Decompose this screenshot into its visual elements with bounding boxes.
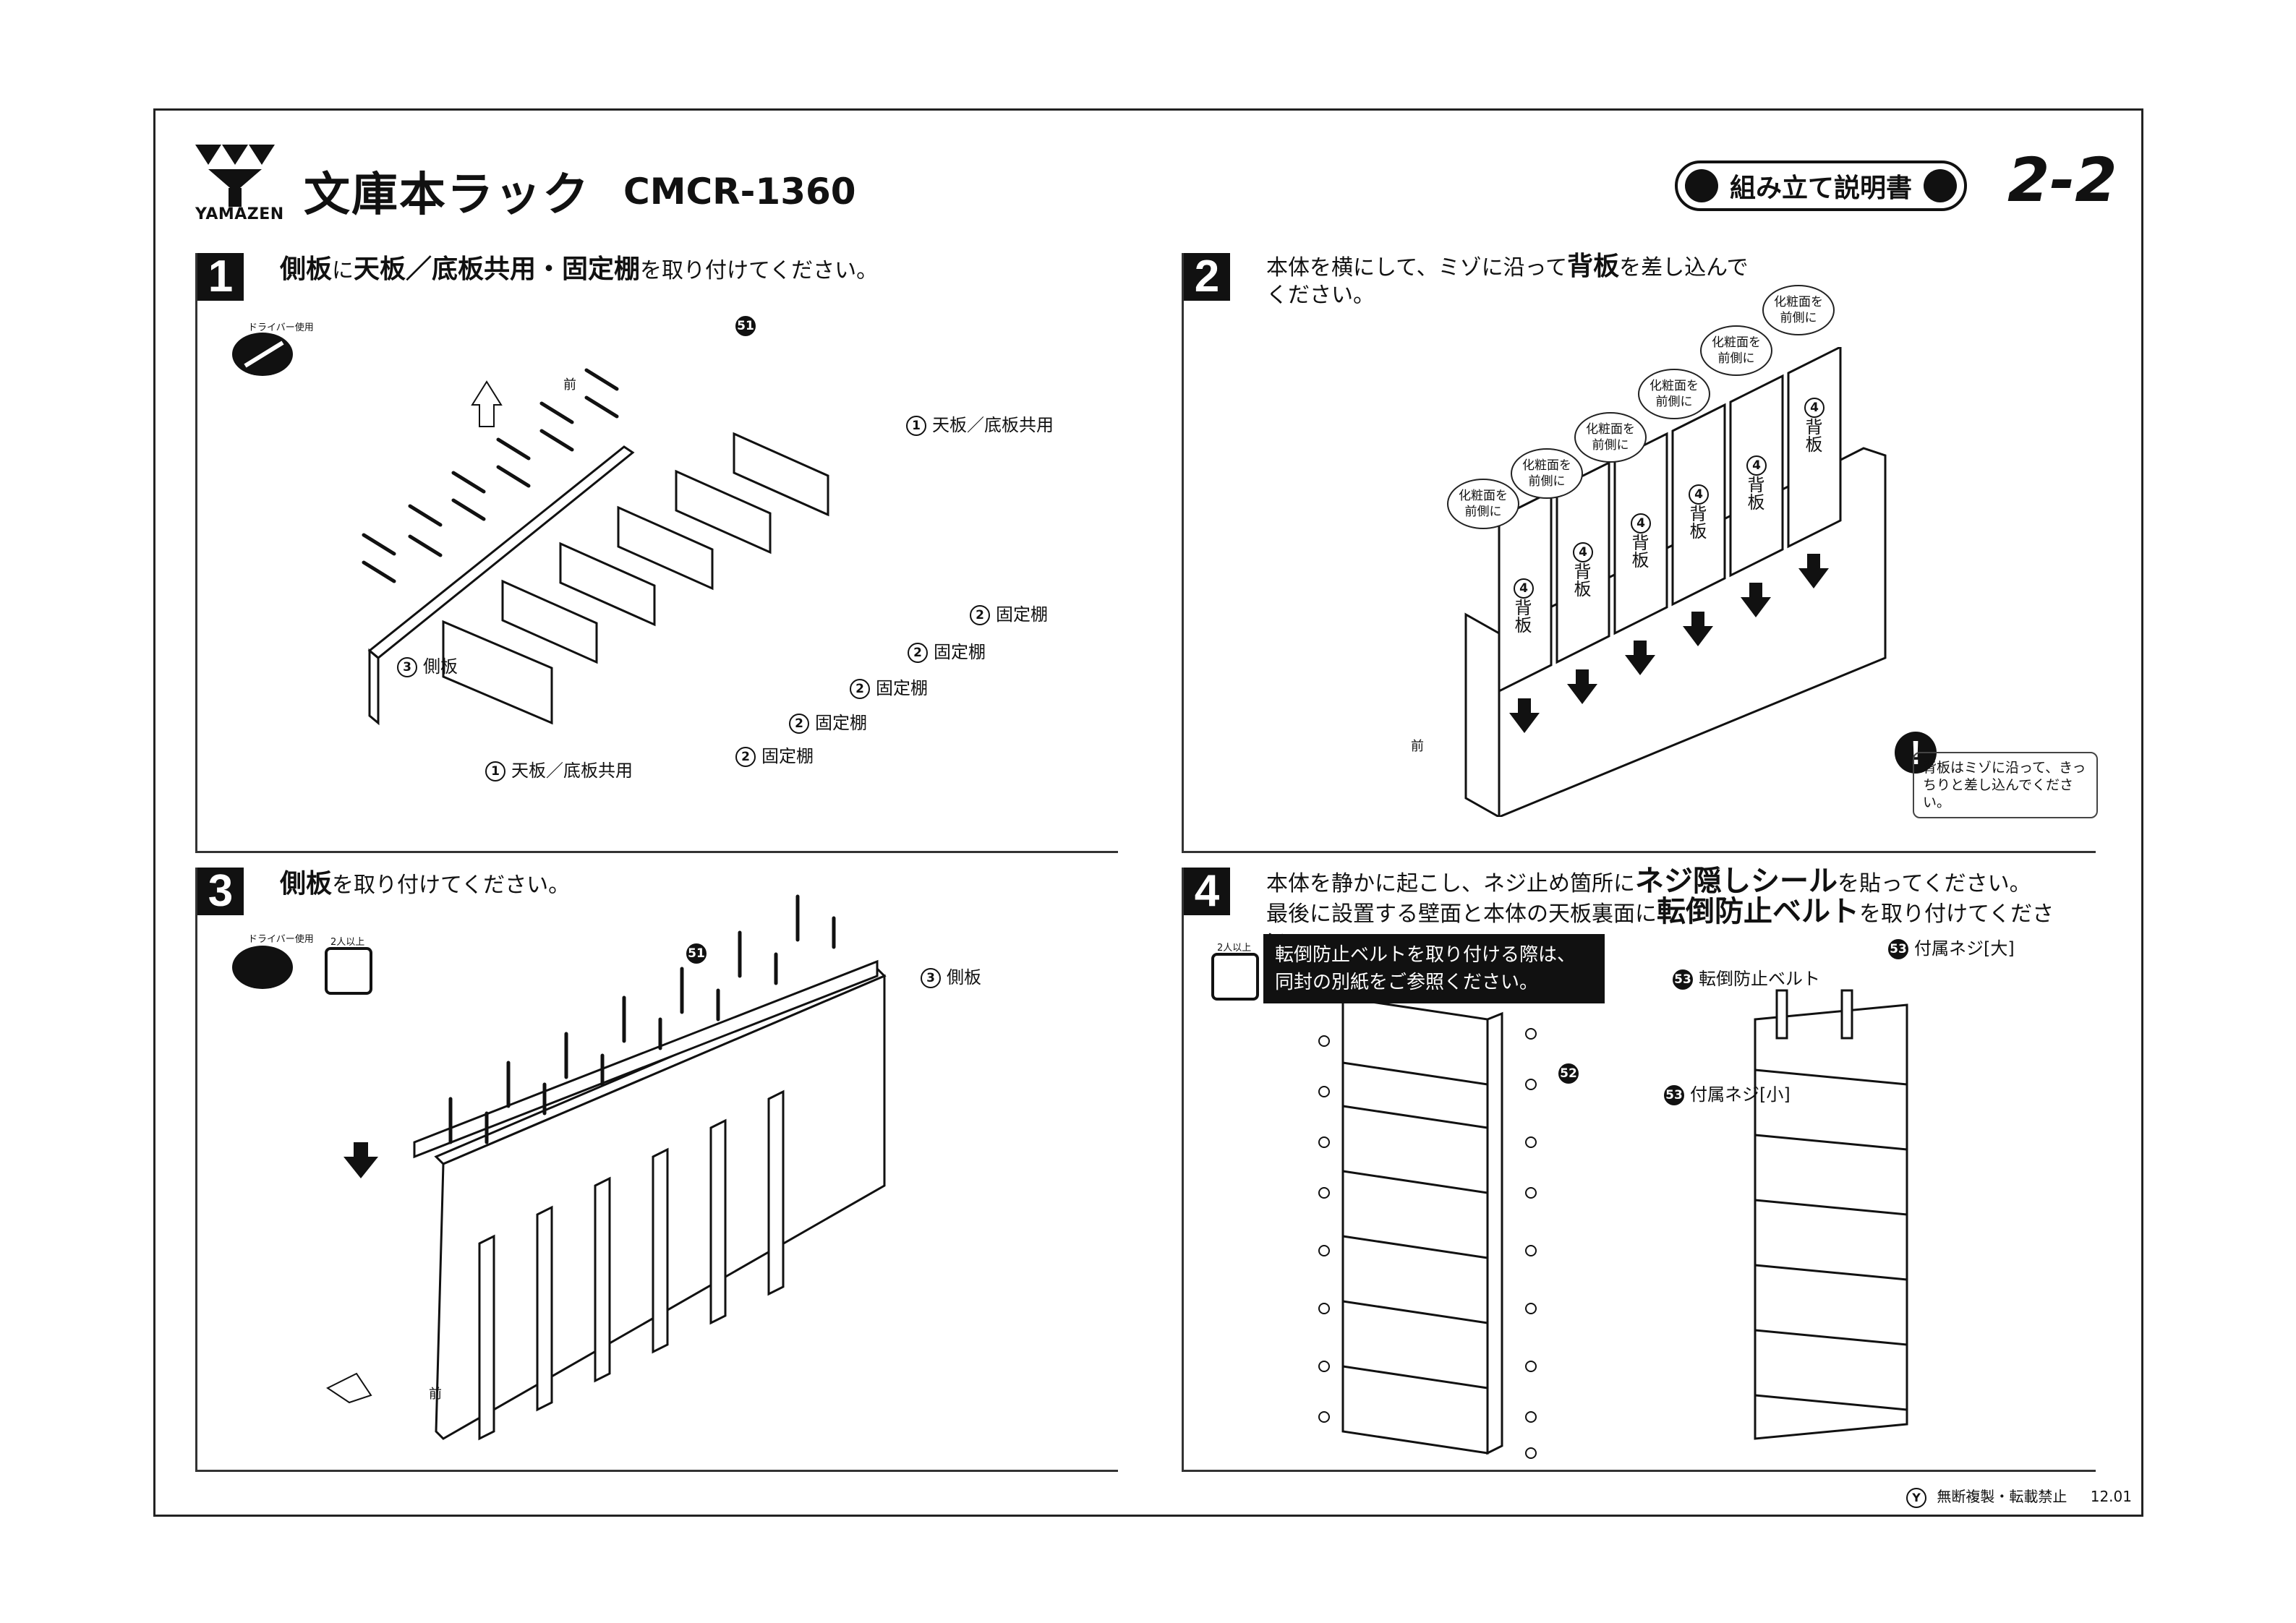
- two-person-icon: [325, 947, 372, 995]
- caution-note: 背板はミゾに沿って、きっちりと差し込んでください。: [1913, 752, 2098, 818]
- part-number-badge: 1: [906, 416, 926, 436]
- back-board-label-3: 4背板: [1626, 513, 1657, 568]
- two-person-icon: [1211, 953, 1259, 1001]
- screwdriver-glyph-icon: [244, 341, 284, 368]
- face-front-bubble-5: 化粧面を前側に: [1700, 325, 1772, 376]
- page-frame: [153, 108, 2143, 1517]
- step-instruction: 本体を横にして、ミゾに沿って背板を差し込んで ください。: [1266, 252, 1749, 309]
- page-number: 2-2: [2007, 145, 2117, 215]
- face-front-bubble-1: 化粧面を前側に: [1447, 479, 1519, 529]
- step-4-diagram: [1318, 989, 1908, 1459]
- step-number: 1: [197, 253, 244, 301]
- two-person-caption: 2人以上: [330, 937, 365, 948]
- copyright-notice: 無断複製・転載禁止: [1937, 1488, 2067, 1505]
- back-board-label-1: 4背板: [1509, 578, 1540, 633]
- step-instruction: 側板に天板／底板共用・固定棚を取り付けてください。: [280, 256, 878, 285]
- two-person-caption: 2人以上: [1217, 943, 1252, 954]
- step-number: 2: [1184, 253, 1230, 301]
- step-number: 4: [1184, 868, 1230, 915]
- badge-dot-right-icon: [1924, 169, 1957, 202]
- face-front-bubble-3: 化粧面を前側に: [1574, 412, 1647, 463]
- back-board-label-6: 4背板: [1800, 398, 1830, 453]
- revision-code: 12.01: [2090, 1488, 2132, 1505]
- step-4-panel: 4 本体を静かに起こし、ネジ止め箇所にネジ隠しシールを貼ってください。 最後に設…: [1182, 865, 2096, 1472]
- face-front-bubble-4: 化粧面を前側に: [1638, 369, 1710, 419]
- step-3-panel: 3 側板を取り付けてください。 ドライバー使用 2人以上: [195, 868, 1118, 1472]
- step-1-panel: 1 側板に天板／底板共用・固定棚を取り付けてください。 ドライバー使用 前: [195, 253, 1118, 853]
- text-particle: に: [332, 258, 354, 283]
- step-instruction: 本体を静かに起こし、ネジ止め箇所にネジ隠しシールを貼ってください。 最後に設置す…: [1266, 865, 2054, 954]
- face-front-bubble-6: 化粧面を前側に: [1762, 285, 1835, 335]
- driver-caption: ドライバー使用: [248, 934, 314, 945]
- step-1-diagram: [362, 368, 829, 726]
- back-board-label-4: 4背板: [1684, 484, 1715, 539]
- back-board-label-5: 4背板: [1742, 455, 1772, 510]
- belt-warning: 転倒防止ベルトを取り付ける際は、同封の別紙をご参照ください。: [1263, 934, 1605, 1003]
- text-rest: を取り付けてください。: [640, 258, 879, 283]
- text-top-shelf: 天板／底板共用・固定棚: [354, 254, 641, 284]
- sticker-52-label: 52: [1558, 1063, 1584, 1084]
- manual-badge: 組み立て説明書: [1675, 160, 1967, 211]
- step-instruction: 側板を取り付けてください。: [280, 869, 571, 899]
- step-3-diagram: [326, 894, 887, 1441]
- front-arrow-label: 前: [1411, 739, 1424, 754]
- badge-dot-left-icon: [1685, 169, 1718, 202]
- screwdriver-icon: [232, 946, 293, 989]
- back-board-label-2: 4背板: [1569, 542, 1599, 597]
- footer-y-mark-icon: Y: [1906, 1487, 1926, 1508]
- text-side-board: 側板: [280, 254, 333, 284]
- brand-name: YAMAZEN: [195, 205, 284, 223]
- footer: Y 無断複製・転載禁止 12.01: [1906, 1485, 2132, 1508]
- screw-51-label: 51: [735, 315, 761, 336]
- face-front-bubble-2: 化粧面を前側に: [1511, 448, 1583, 499]
- front-arrow-label: 前: [429, 1387, 442, 1402]
- front-arrow-label: 前: [563, 377, 576, 393]
- product-title: 文庫本ラック: [304, 168, 590, 222]
- step-2-diagram: [1464, 347, 1887, 817]
- step-number: 3: [197, 868, 244, 915]
- badge-label: 組み立て説明書: [1729, 174, 1912, 203]
- model-number: CMCR-1360: [623, 171, 856, 213]
- step-2-panel: 2 本体を横にして、ミゾに沿って背板を差し込んで ください。 4背板 4背板 4…: [1182, 253, 2096, 853]
- driver-caption: ドライバー使用: [248, 322, 314, 333]
- yamazen-logo-icon: [195, 145, 275, 207]
- screw-51-label: 51: [686, 943, 712, 964]
